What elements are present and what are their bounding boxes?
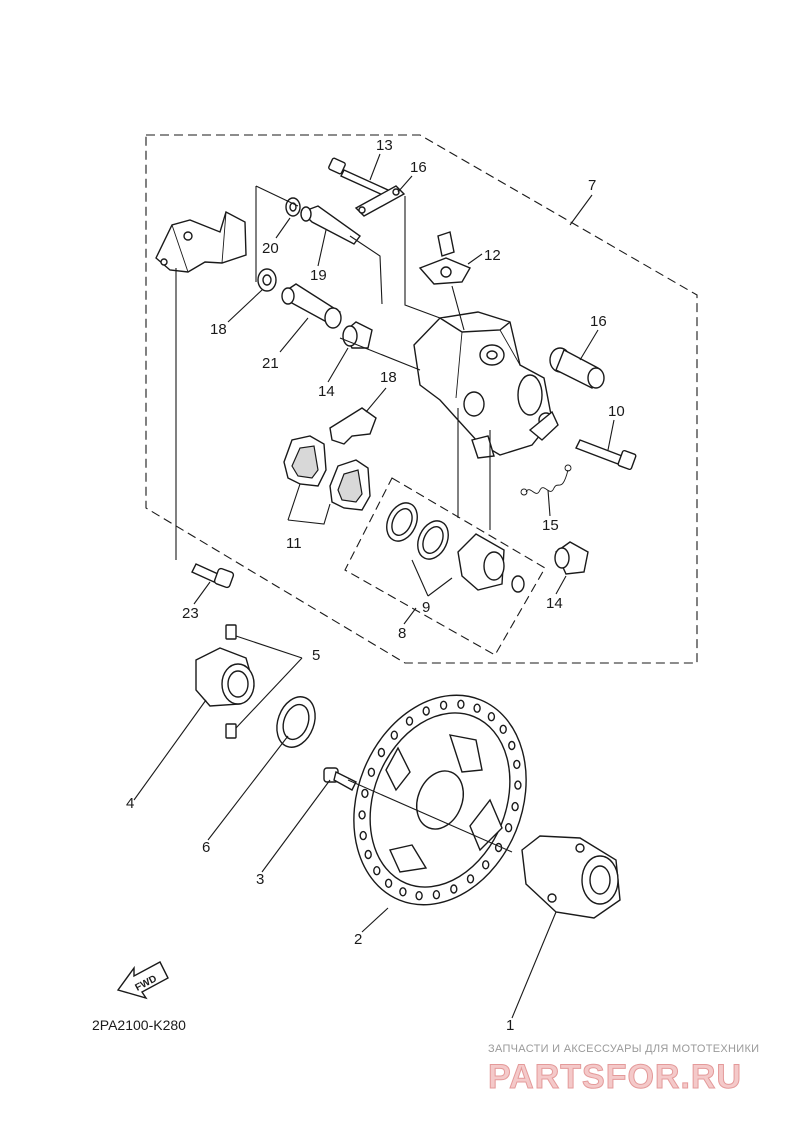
callout-2: 2 bbox=[354, 931, 362, 948]
disc-hole bbox=[432, 890, 441, 900]
bleed-screw-12 bbox=[418, 231, 472, 285]
disc-hole bbox=[377, 747, 386, 758]
disc-hole bbox=[405, 716, 414, 726]
callout-12: 12 bbox=[484, 247, 501, 264]
bolt-23 bbox=[191, 563, 235, 589]
piston-seals-9 bbox=[386, 502, 449, 560]
set-screw-5-upper bbox=[225, 624, 237, 640]
caliper-body bbox=[413, 311, 559, 459]
pin-20 bbox=[300, 205, 361, 245]
boot-14-lower bbox=[554, 541, 589, 575]
callout-14-lower: 14 bbox=[546, 595, 563, 612]
slide-pin-22 bbox=[281, 283, 342, 329]
callout-7: 7 bbox=[588, 177, 596, 194]
set-screw-5-lower bbox=[225, 723, 237, 739]
callout-18: 18 bbox=[210, 321, 227, 338]
disc-hole bbox=[384, 878, 393, 888]
disc-hole bbox=[514, 780, 522, 790]
callout-13: 13 bbox=[376, 137, 393, 154]
disc-bolt-3 bbox=[323, 767, 357, 791]
caliper-bracket bbox=[155, 210, 247, 273]
brake-disc-2 bbox=[353, 694, 527, 906]
caliper-leader-lines bbox=[175, 185, 491, 560]
disc-hole bbox=[457, 699, 465, 709]
callout-8: 8 bbox=[398, 625, 406, 642]
disc-hole bbox=[499, 724, 507, 734]
callout-22: 21 bbox=[262, 355, 279, 372]
callout-23: 23 bbox=[182, 605, 199, 622]
disc-hole bbox=[508, 740, 516, 751]
callout-19: 18 bbox=[380, 369, 397, 386]
wheel-hub-1 bbox=[521, 835, 621, 919]
disc-hole bbox=[511, 801, 519, 812]
callout-21: 20 bbox=[262, 240, 279, 257]
disc-hole bbox=[367, 767, 376, 777]
disc-hole bbox=[439, 700, 448, 710]
callout-9: 9 bbox=[422, 599, 430, 616]
callout-20: 19 bbox=[310, 267, 327, 284]
callout-numbers: 13 16 7 20 12 19 18 16 21 14 18 10 15 11… bbox=[126, 137, 625, 1034]
disc-hole bbox=[466, 874, 475, 884]
callout-1: 1 bbox=[506, 1017, 514, 1034]
brake-pads-11 bbox=[283, 435, 371, 511]
callout-10: 10 bbox=[608, 403, 625, 420]
caliper-assembly-boundary bbox=[145, 134, 698, 664]
fwd-arrow-icon: FWD bbox=[116, 961, 169, 1000]
callout-15: 15 bbox=[542, 517, 559, 534]
plate-16 bbox=[354, 185, 406, 217]
callout-6: 6 bbox=[202, 839, 210, 856]
watermark-brand: PARTSFOR.RU bbox=[488, 1058, 742, 1096]
disc-hole bbox=[504, 823, 513, 833]
disc-hole bbox=[359, 830, 367, 841]
callout-11: 11 bbox=[286, 535, 302, 552]
disc-hole bbox=[358, 810, 366, 820]
disc-hole bbox=[513, 759, 521, 770]
pad-spring-19 bbox=[329, 407, 377, 445]
watermark-subtitle: ЗАПЧАСТИ И АКСЕССУАРЫ ДЛЯ МОТОТЕХНИКИ bbox=[488, 1043, 759, 1055]
callout-3: 3 bbox=[256, 871, 264, 888]
disc-hole bbox=[373, 866, 381, 876]
bolt-13 bbox=[328, 157, 389, 197]
callout-17: 16 bbox=[590, 313, 607, 330]
bolt-17 bbox=[549, 347, 605, 389]
disc-holes bbox=[358, 699, 522, 901]
disc-hole bbox=[361, 788, 369, 799]
callout-4: 4 bbox=[126, 795, 134, 812]
diagram-code: 2PA2100-K280 bbox=[92, 1017, 186, 1033]
callout-5: 5 bbox=[312, 647, 320, 664]
bolt-10 bbox=[575, 439, 637, 471]
boot-14-upper bbox=[342, 321, 373, 349]
disc-hole bbox=[482, 860, 490, 870]
spring-15 bbox=[520, 464, 572, 496]
disc-hole bbox=[450, 884, 458, 894]
hub-nut-4 bbox=[195, 647, 255, 707]
caliper-piston bbox=[457, 533, 525, 593]
washer-18 bbox=[257, 268, 277, 292]
oil-seal-6 bbox=[276, 696, 316, 748]
lower-leader-lines bbox=[133, 635, 557, 1019]
disc-hole bbox=[364, 849, 372, 860]
disc-hole bbox=[473, 703, 481, 713]
disc-hole bbox=[422, 706, 430, 716]
callout-16: 16 bbox=[410, 159, 427, 176]
callout-14-upper: 14 bbox=[318, 383, 335, 400]
disc-hole bbox=[390, 730, 398, 740]
seal-kit-boundary bbox=[344, 477, 546, 656]
disc-hole bbox=[399, 887, 407, 897]
disc-hole bbox=[415, 891, 423, 901]
disc-hole bbox=[487, 712, 496, 722]
